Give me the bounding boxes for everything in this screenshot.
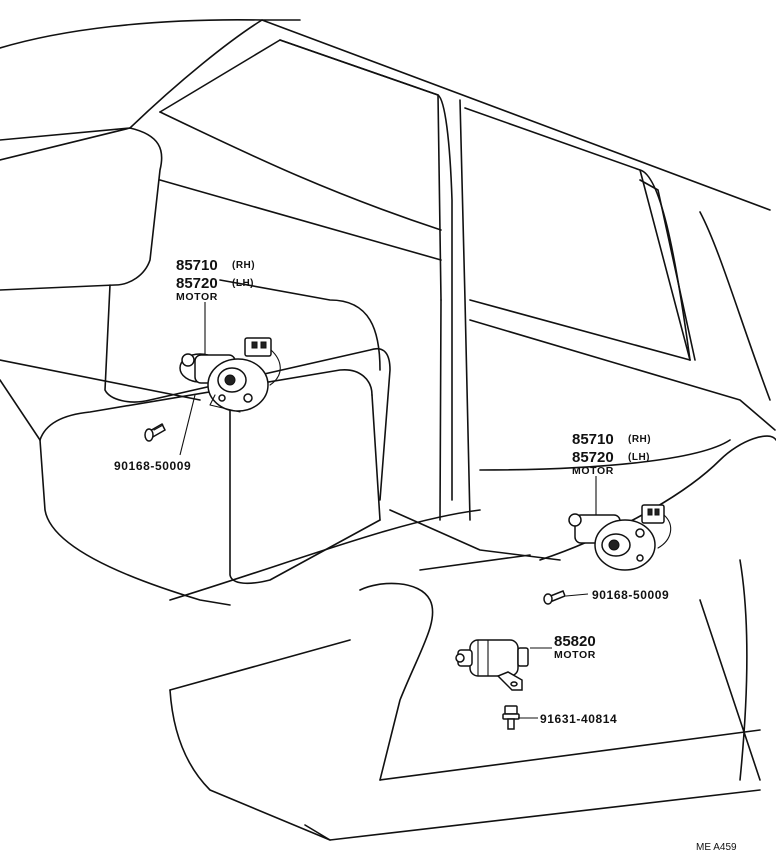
front-motor-shaft	[181, 353, 195, 367]
rear-motor-shaft	[568, 513, 582, 527]
front-connector-pin	[260, 341, 267, 349]
vehicle-interior-outline	[0, 18, 776, 841]
front-motor-rh-side: (RH)	[232, 260, 255, 271]
front-screw-part-number: 90168-50009	[114, 459, 191, 473]
front-screw	[144, 422, 166, 442]
front-connector-pin	[251, 341, 258, 349]
rear-motor-callout: 85710 (RH) 85720 (LH) MOTOR	[572, 431, 651, 477]
slide-motor-bracket	[496, 671, 523, 691]
front-motor-name: MOTOR	[176, 291, 218, 303]
rear-connector-pin	[647, 508, 653, 516]
slide-motor-85820	[455, 639, 529, 691]
slide-motor-part-number: 85820	[554, 633, 596, 650]
figure-code: ME A459	[696, 842, 737, 853]
front-seat-motor-assembly	[179, 337, 281, 413]
rear-motor-lh-side: (LH)	[628, 452, 650, 463]
rear-motor-connector	[641, 504, 665, 524]
rear-connector-pin	[654, 508, 660, 516]
front-motor-connector	[244, 337, 272, 357]
front-motor-callout: 85710 (RH) 85720 (LH) MOTOR	[176, 257, 255, 303]
slide-motor-name: MOTOR	[554, 649, 596, 661]
slide-motor-callout: 85820 MOTOR	[554, 633, 596, 661]
rear-motor-rh-side: (RH)	[628, 434, 651, 445]
rear-motor-lh-part-number: 85720	[572, 449, 614, 466]
rear-screw	[543, 590, 566, 605]
front-motor-rh-part-number: 85710	[176, 257, 218, 274]
rear-motor-name: MOTOR	[572, 465, 614, 477]
bolt	[502, 705, 520, 730]
rear-motor-rh-part-number: 85710	[572, 431, 614, 448]
front-motor-lh-side: (LH)	[232, 278, 254, 289]
slide-motor-body	[469, 639, 519, 677]
rear-screw-part-number: 90168-50009	[592, 588, 669, 602]
bolt-part-number: 91631-40814	[540, 712, 617, 726]
front-motor-lh-part-number: 85720	[176, 275, 218, 292]
rear-seat-motor-assembly	[568, 504, 672, 571]
leader-lines	[179, 302, 597, 719]
